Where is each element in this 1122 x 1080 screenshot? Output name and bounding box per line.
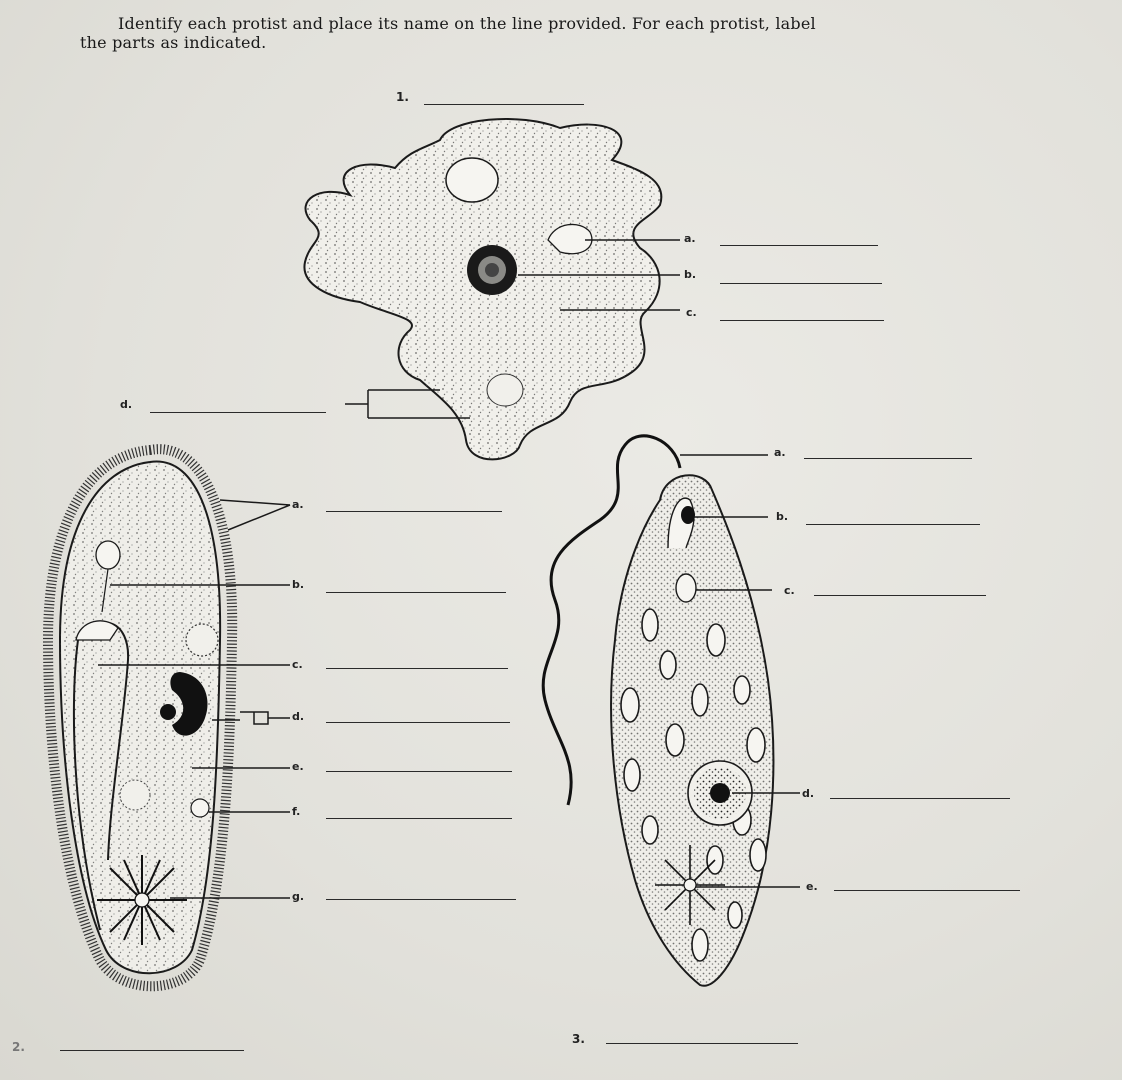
instructions: Identify each protist and place its name… xyxy=(80,14,960,52)
euglena-contractile-vacuole xyxy=(675,573,697,603)
instructions-line-1: Identify each protist and place its name… xyxy=(118,14,816,33)
paramecium-line-e[interactable] xyxy=(326,771,512,772)
paramecium-micronucleus xyxy=(160,704,176,720)
euglena-line-c[interactable] xyxy=(814,595,986,596)
euglena-drawing xyxy=(541,434,800,987)
euglena-label-d: d. xyxy=(802,787,815,800)
amoeba-label-c: c. xyxy=(686,306,697,319)
euglena-flagellum xyxy=(541,434,682,806)
euglena-label-b: b. xyxy=(776,510,789,523)
protist-2-number: 2. xyxy=(12,1040,25,1054)
paramecium-contractile-vacuole-top xyxy=(95,540,121,570)
paramecium-line-g[interactable] xyxy=(326,899,516,900)
paramecium-cilia xyxy=(42,444,238,992)
amoeba-label-a: a. xyxy=(684,232,696,245)
protist-1-name-line[interactable] xyxy=(424,104,584,105)
paramecium-line-f[interactable] xyxy=(326,818,512,819)
amoeba-label-d: d. xyxy=(120,398,133,411)
amoeba-line-b[interactable] xyxy=(720,283,882,284)
paramecium-label-f: f. xyxy=(292,805,301,818)
euglena-label-c: c. xyxy=(784,584,795,597)
amoeba-line-d[interactable] xyxy=(150,412,326,413)
amoeba-line-a[interactable] xyxy=(720,245,878,246)
paramecium-line-d[interactable] xyxy=(326,722,510,723)
paramecium-label-a: a. xyxy=(292,498,304,511)
protist-1-number: 1. xyxy=(396,90,409,104)
paramecium-label-e: e. xyxy=(292,760,304,773)
paramecium-label-d: d. xyxy=(292,710,305,723)
amoeba-drawing xyxy=(303,118,680,461)
paramecium-line-b[interactable] xyxy=(326,592,506,593)
euglena-eyespot xyxy=(681,506,695,524)
protist-3-number: 3. xyxy=(572,1032,585,1046)
paramecium-label-b: b. xyxy=(292,578,305,591)
paramecium-drawing xyxy=(42,444,291,992)
euglena-line-e[interactable] xyxy=(834,890,1020,891)
paramecium-line-a[interactable] xyxy=(326,511,502,512)
euglena-label-e: e. xyxy=(806,880,818,893)
paramecium-label-c: c. xyxy=(292,658,303,671)
euglena-line-a[interactable] xyxy=(804,458,972,459)
protist-2-name-line[interactable] xyxy=(60,1050,244,1051)
amoeba-label-b: b. xyxy=(684,268,697,281)
protist-3-name-line[interactable] xyxy=(606,1043,798,1044)
paramecium-macronucleus xyxy=(170,672,208,736)
euglena-line-b[interactable] xyxy=(806,524,980,525)
instructions-line-2: the parts as indicated. xyxy=(80,33,267,52)
euglena-chloroplasts xyxy=(620,608,767,962)
euglena-line-d[interactable] xyxy=(830,798,1010,799)
paramecium-line-c[interactable] xyxy=(326,668,508,669)
amoeba-contractile-vacuole xyxy=(445,157,499,203)
paramecium-label-g: g. xyxy=(292,890,305,903)
amoeba-line-c[interactable] xyxy=(720,320,884,321)
euglena-label-a: a. xyxy=(774,446,786,459)
amoeba-food-vacuole xyxy=(547,223,593,255)
